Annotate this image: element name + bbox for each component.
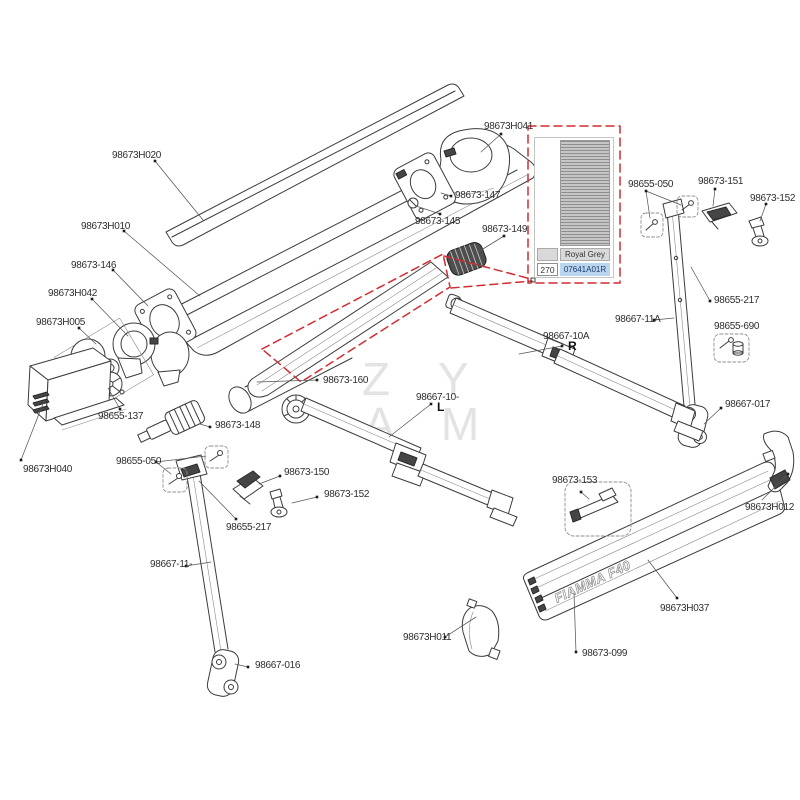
part-gear-housing-H042 xyxy=(112,322,190,387)
part-cap-H041 xyxy=(439,128,511,205)
part-bracket-151 xyxy=(701,202,738,230)
part-screw-145 xyxy=(407,197,419,209)
watermark-line-1: Z Y xyxy=(362,353,487,405)
part-bracket-H012 xyxy=(762,430,795,493)
part-lead-bar: FIAMMA F40 xyxy=(522,461,785,621)
part-corner-cover-H011 xyxy=(461,598,501,660)
leader-lines xyxy=(19,132,790,669)
part-screw-boxes-left-050 xyxy=(162,445,229,493)
fabric-color-chip xyxy=(537,248,558,261)
fabric-size-value: 270 xyxy=(537,263,558,276)
fabric-highlight-red xyxy=(261,125,621,383)
part-latch-153 xyxy=(564,481,632,537)
part-clevis-right-152 xyxy=(748,216,769,247)
part-right-arm-10A xyxy=(445,293,704,442)
part-wall-bracket-150 xyxy=(232,470,264,505)
part-screw-boxes-right-050 xyxy=(640,195,699,238)
part-fabric-roll xyxy=(247,261,449,398)
part-screw-box-690 xyxy=(713,333,750,363)
fabric-sku-value[interactable]: 07641A01R xyxy=(560,263,610,276)
part-roller-spool-148 xyxy=(137,400,206,443)
part-knuckle-149 xyxy=(446,242,487,276)
fabric-color-name: Royal Grey xyxy=(560,248,610,261)
part-cover-lid xyxy=(165,83,465,247)
fabric-sample-panel: Royal Grey 270 07641A01R xyxy=(534,137,614,278)
fabric-swatch xyxy=(560,140,610,246)
part-motor-H040 xyxy=(27,347,127,431)
part-left-arm-10 xyxy=(281,394,518,527)
part-left-leg-11 xyxy=(175,454,240,697)
part-clevis-left-152 xyxy=(269,488,288,518)
